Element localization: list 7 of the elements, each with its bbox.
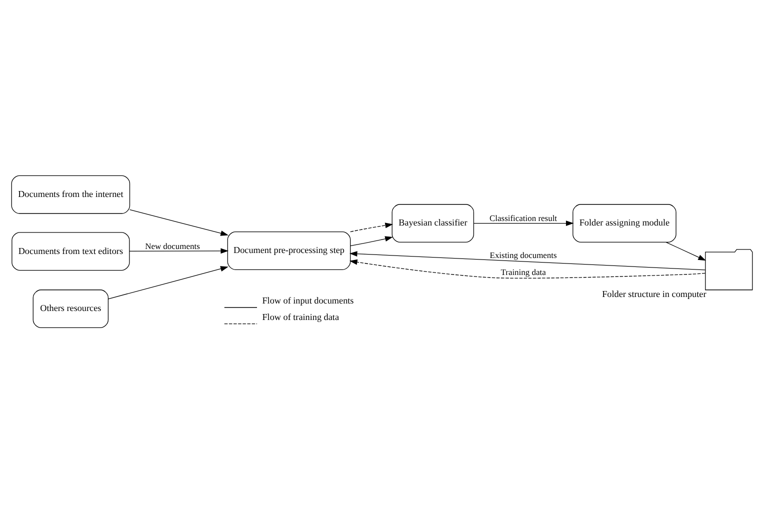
edge-label: Classification result (489, 212, 557, 223)
legend-label: Flow of training data (262, 312, 339, 322)
edge-label: Existing documents (489, 250, 556, 260)
node-label: Folder structure in computer (602, 289, 706, 300)
legend-label: Flow of input documents (262, 296, 354, 306)
edge-label: New documents (144, 241, 200, 252)
edge-label: Training data (500, 267, 546, 278)
